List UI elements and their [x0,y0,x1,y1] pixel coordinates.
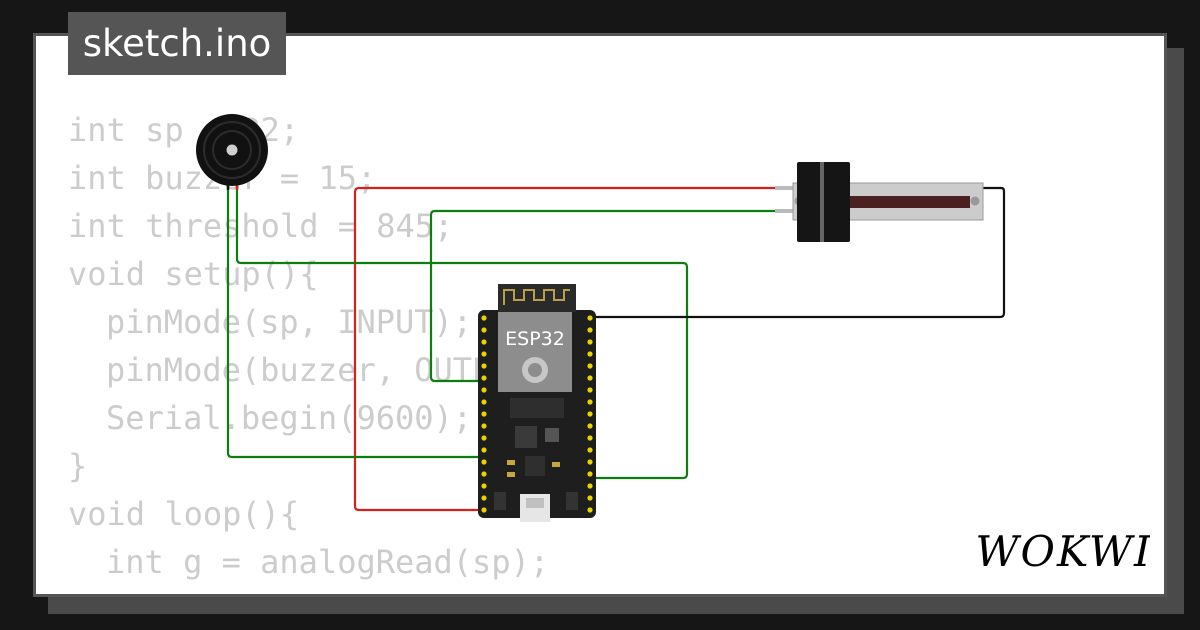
board-label: ESP32 [505,328,565,350]
slider-knob[interactable] [797,162,850,242]
wire-green[interactable] [226,187,484,459]
file-tab[interactable]: sketch.ino [68,12,286,75]
code-line: pinMode(sp, INPUT); [106,303,473,341]
code-line: void setup(){ [68,255,319,293]
wire-red[interactable] [353,186,775,512]
pin-header-left [481,315,487,513]
code-line: Serial.begin(9600); [106,399,473,437]
code-line: Serial.println(g); [68,586,568,594]
code-line: } [68,447,88,485]
wire-green[interactable] [235,187,689,480]
esp32-board[interactable]: ESP32 [478,284,596,522]
logo-text: WOKWI [978,527,1150,576]
buzzer[interactable] [196,114,268,186]
code-line: void loop(){ [68,495,300,533]
code-line: int threshold = 845; [68,207,454,245]
wire-black[interactable] [590,186,1006,319]
slide-potentiometer[interactable] [775,162,984,242]
pin-header-right [587,315,593,513]
code-line: int g = analogRead(sp); [106,543,550,581]
wire-green[interactable] [429,209,775,383]
code-preview: int sp = 32;int buzzer = 15;int threshol… [68,106,568,594]
wokwi-logo: WOKWI [978,527,1150,576]
